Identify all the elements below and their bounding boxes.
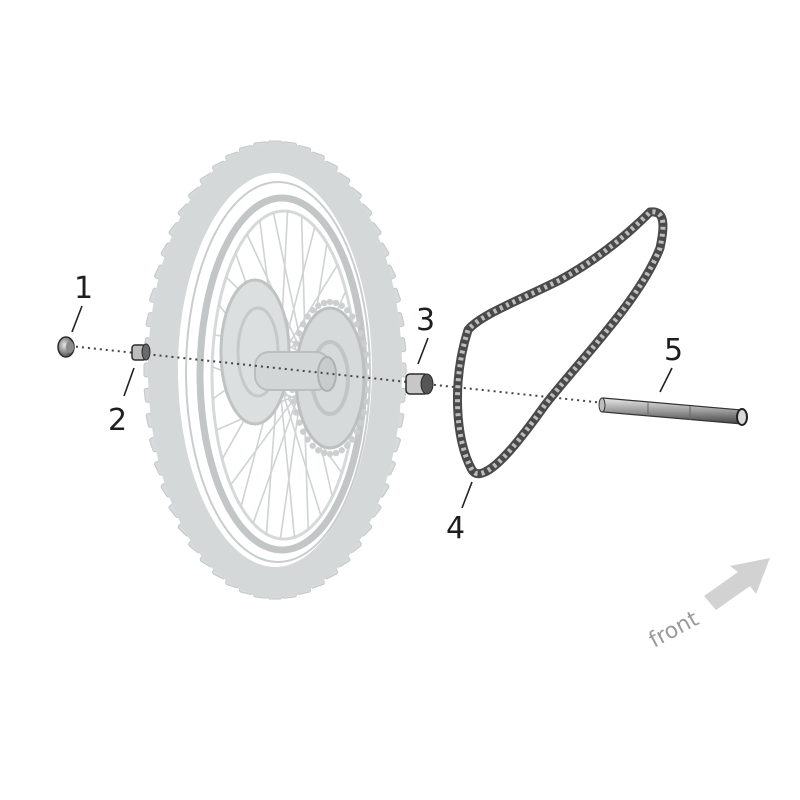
front-label: front	[645, 606, 703, 653]
leader-3	[417, 337, 429, 365]
sprocket-tooth	[362, 351, 370, 358]
sprocket-tooth	[299, 321, 307, 328]
spoke	[279, 385, 296, 538]
chain	[452, 207, 668, 479]
leader-4	[461, 481, 473, 509]
sprocket-tooth	[320, 449, 328, 457]
callout-2: 2	[108, 403, 127, 438]
sprocket-tooth	[326, 298, 334, 306]
sprocket-tooth	[344, 442, 351, 449]
leader-lines	[71, 305, 673, 509]
sprocket-tooth	[304, 313, 311, 320]
sprocket-tooth	[304, 436, 311, 443]
sprocket-tooth	[353, 321, 361, 328]
sprocket-tooth	[292, 409, 300, 416]
nut	[57, 336, 75, 358]
sprocket-tooth	[326, 450, 334, 458]
sprocket-tooth	[357, 419, 364, 426]
chain-links	[454, 209, 666, 477]
sprocket-tooth	[332, 299, 340, 307]
sprocket	[288, 298, 372, 458]
sprocket-tooth	[292, 340, 300, 347]
sprocket-tooth	[338, 447, 345, 454]
sprocket-tooth	[357, 330, 364, 337]
sprocket-tooth	[309, 307, 316, 314]
sprocket-tooth	[364, 386, 371, 394]
axle	[598, 397, 748, 426]
sprocket-tooth	[353, 428, 361, 435]
tire	[148, 143, 402, 597]
spoke	[282, 393, 322, 516]
sprocket-tooth	[364, 362, 371, 370]
leader-2	[123, 367, 135, 397]
sprocket-tooth	[315, 302, 322, 309]
sprocket-tooth	[296, 330, 303, 337]
sprocket-tooth	[349, 436, 356, 443]
sprocket-tooth	[364, 374, 372, 382]
sprocket-tooth	[315, 447, 322, 454]
direction-indicator: front	[645, 558, 770, 653]
sprocket-tooth	[344, 307, 351, 314]
chain-loop	[452, 207, 668, 479]
wheel-ghost	[143, 140, 407, 600]
sprocket-tooth	[362, 398, 370, 405]
sprocket-tooth	[299, 428, 307, 435]
callout-4: 4	[446, 511, 465, 546]
callout-5: 5	[664, 333, 683, 368]
arrow-icon	[704, 558, 770, 610]
leader-5	[659, 367, 673, 393]
tire-inner-edge	[185, 181, 371, 563]
callout-3: 3	[416, 303, 435, 338]
sprocket-tooth	[360, 340, 368, 347]
callout-1: 1	[74, 271, 93, 306]
sprocket-tooth	[290, 398, 298, 405]
leader-1	[71, 305, 83, 333]
sprocket-tooth	[296, 419, 303, 426]
sprocket-tooth	[320, 299, 328, 307]
sprocket-tooth	[360, 409, 368, 416]
sprocket-tooth	[309, 442, 316, 449]
spacer-right	[405, 373, 434, 395]
sprocket-tooth	[332, 449, 340, 457]
spacer-left	[131, 343, 151, 361]
sprocket-tooth	[338, 302, 345, 309]
sprocket-tooth	[349, 313, 356, 320]
